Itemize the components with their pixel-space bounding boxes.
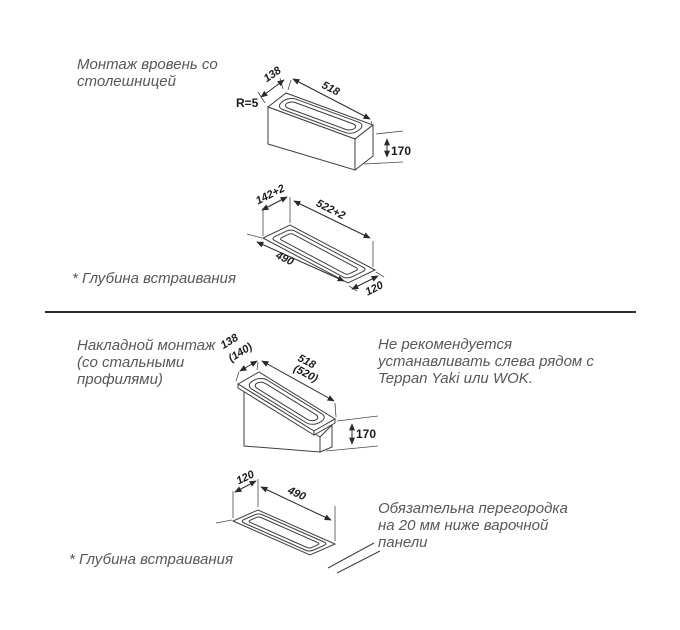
note-line: панели <box>378 534 428 551</box>
partition-hatch-line <box>336 550 381 574</box>
dim-line-cutout-width <box>261 196 288 211</box>
dim-line-width <box>260 79 285 98</box>
overlay-section-title: Накладной монтаж (со стальными профилями… <box>77 337 215 388</box>
overlay-footnote: * Глубина встраивания <box>69 551 233 568</box>
title-line: Накладной монтаж <box>77 337 216 354</box>
dim-label-inner-width: 120 <box>235 468 258 487</box>
title-line: (со стальными <box>77 354 185 371</box>
cutout-hole <box>279 233 359 275</box>
partition-hatch-line <box>327 542 375 569</box>
dim-label-radius: R=5 <box>236 96 259 110</box>
flush-box-drawing: 138 518 R=5 170 <box>236 64 411 172</box>
cutout-hole <box>248 516 321 548</box>
note-line: на 20 мм ниже варочной <box>378 517 549 534</box>
cutout-outer <box>233 510 335 555</box>
dim-line-length <box>261 360 335 402</box>
dim-label-height: 170 <box>356 427 376 441</box>
overlay-cutout-drawing: 120 490 <box>215 468 381 574</box>
flush-footnote: * Глубина встраивания <box>72 270 236 287</box>
cutout-rim <box>240 513 328 552</box>
dim-label-height: 170 <box>391 144 411 158</box>
title-line: профилями) <box>77 371 163 388</box>
dim-label-inner-length: 490 <box>285 484 308 503</box>
footnote-text: * Глубина встраивания <box>69 551 233 568</box>
dim-line-length <box>292 78 371 120</box>
flush-section-title: Монтаж вровень со столешницей <box>77 56 218 90</box>
note-line: Не рекомендуется <box>378 336 512 353</box>
overlay-box-drawing: 138 (140) 518 (520) 170 <box>219 331 379 453</box>
flange-right-edge <box>313 418 336 436</box>
note-line: Teppan Yaki или WOK. <box>378 370 533 387</box>
note-line: устанавливать слева рядом с <box>378 353 594 370</box>
note-line: Обязательна перегородка <box>378 500 568 517</box>
dim-label-length: 518 <box>320 79 343 98</box>
title-line: Монтаж вровень со <box>77 56 218 73</box>
dim-label-inner-length: 490 <box>273 249 296 269</box>
body-right-face <box>319 423 333 453</box>
dim-line-inner-length <box>256 241 345 282</box>
box-right-face <box>354 123 374 172</box>
flush-cutout-drawing: 142+2 522+2 490 120 <box>246 183 386 298</box>
dim-label-cutout-width: 142+2 <box>254 183 287 208</box>
overlay-warning-note: Не рекомендуется устанавливать слева ряд… <box>378 336 594 387</box>
title-line: столешницей <box>77 73 176 90</box>
dim-line-width <box>239 360 258 372</box>
partition-note: Обязательна перегородка на 20 мм ниже ва… <box>378 500 568 551</box>
dim-line-inner-width <box>234 480 257 493</box>
dim-line-cutout-length <box>293 200 371 239</box>
footnote-text: * Глубина встраивания <box>72 270 236 287</box>
dim-line-inner-width <box>351 275 379 290</box>
dim-line-inner-length <box>260 486 332 521</box>
